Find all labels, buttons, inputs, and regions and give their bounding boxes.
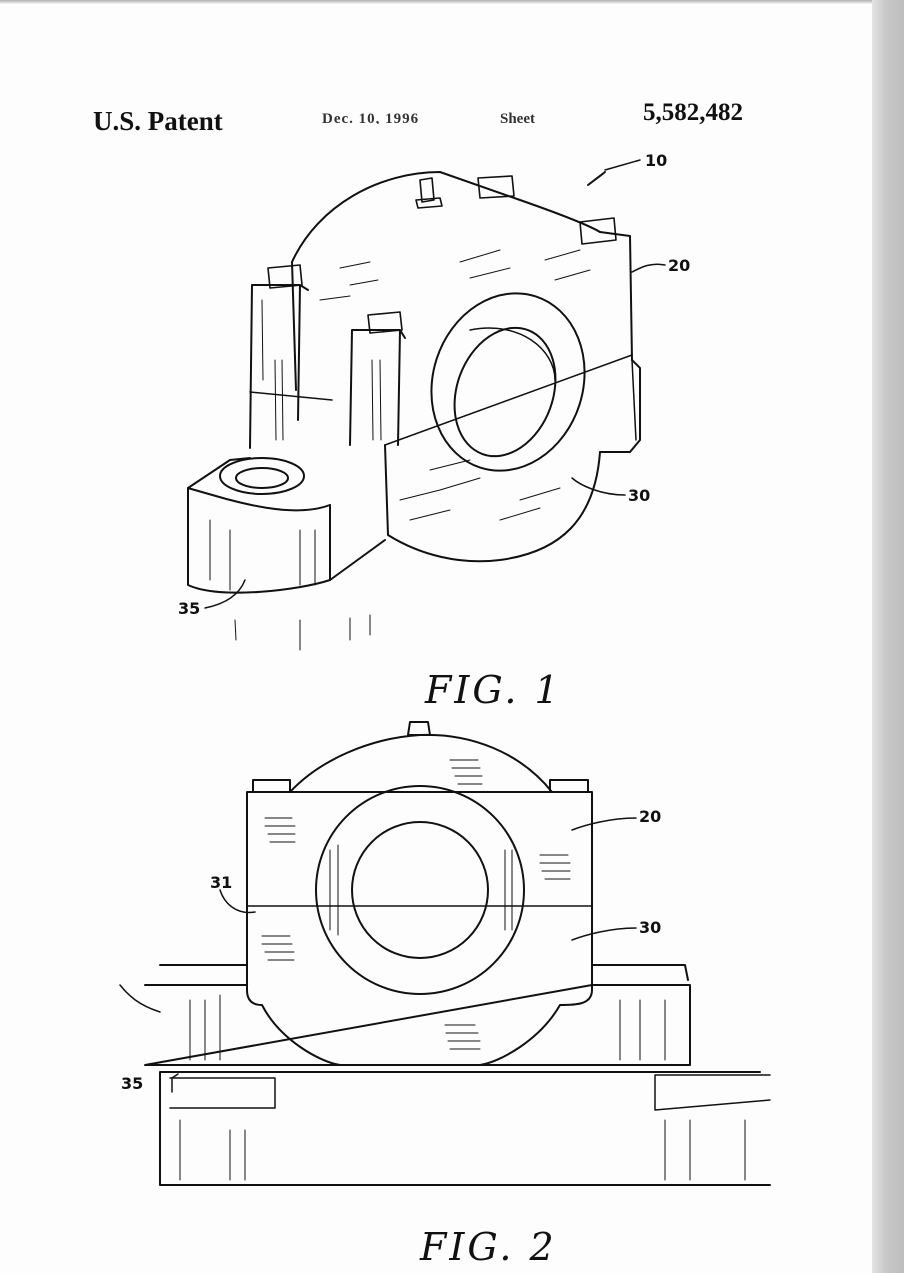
fig1-ring-inner: [437, 314, 572, 471]
figure-2-caption: FIG. 2: [420, 1225, 557, 1269]
fig1-mid-bolt-column: [350, 330, 405, 445]
fig2-ref-35: 35: [121, 1074, 143, 1093]
fig2-grease-fitting: [408, 722, 430, 735]
fig2-right-bolt-head: [550, 780, 588, 792]
fig1-ref-35: 35: [178, 599, 200, 618]
figure-1-caption: FIG. 1: [425, 668, 562, 712]
fig2-left-bolt-head: [253, 780, 290, 792]
fig2-cap-dome: [290, 735, 552, 792]
fig2-ring-outer: [316, 786, 524, 994]
fig1-foot-block: [188, 458, 330, 593]
fig2-ref-31: 31: [210, 873, 232, 892]
fig1-ref-10: 10: [645, 151, 667, 170]
fig1-left-bolt-column: [250, 285, 308, 448]
fig2-ref-30: 30: [639, 918, 661, 937]
fig2-ref-20: 20: [639, 807, 661, 826]
fig1-base-lower: [385, 445, 600, 561]
fig1-ref-20: 20: [668, 256, 690, 275]
fig1-cap-dome: [292, 172, 600, 262]
fig1-shading-hatch: [210, 250, 590, 650]
fig2-bore: [352, 822, 488, 958]
fig1-cap-right-face: [600, 232, 632, 360]
fig1-ring-outer: [409, 273, 607, 491]
fig2-lower-support: [160, 1072, 770, 1185]
fig2-base-platform: [145, 985, 690, 1065]
fig1-parting-line: [385, 355, 632, 445]
fig1-ref-30: 30: [628, 486, 650, 505]
fig2-housing-outline: [247, 792, 592, 1065]
